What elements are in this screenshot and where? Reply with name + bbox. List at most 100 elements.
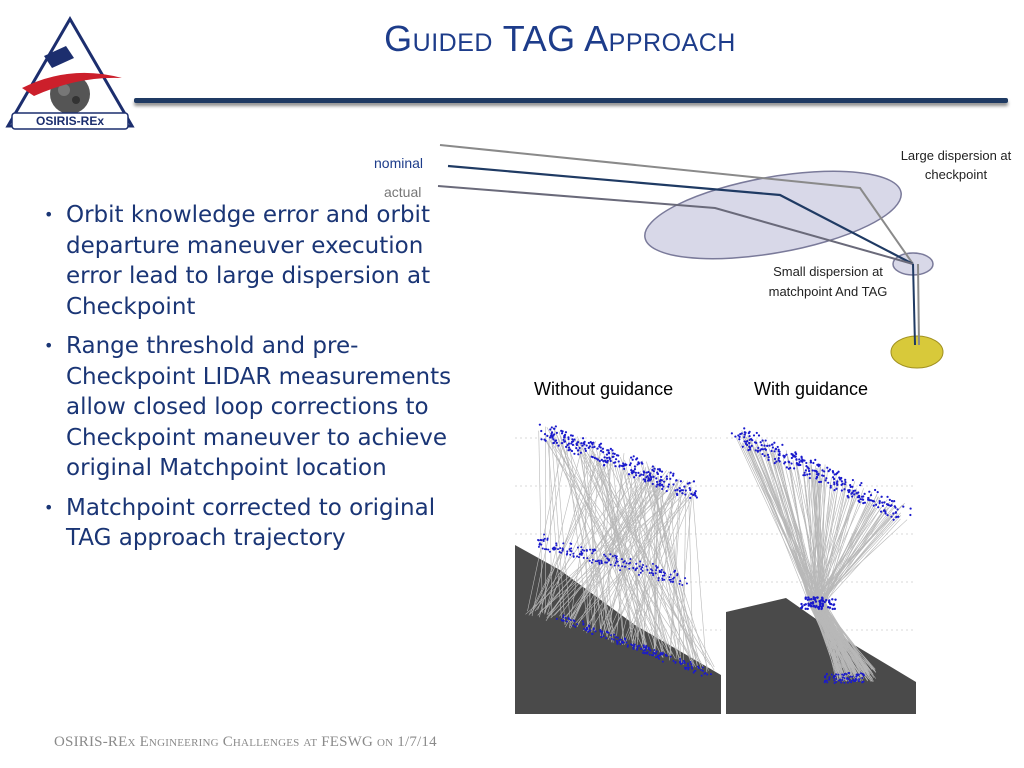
matchpoint-point: [543, 533, 546, 536]
checkpoint-point: [566, 444, 569, 447]
matchpoint-point: [820, 607, 823, 611]
matchpoint-point: [615, 560, 618, 563]
checkpoint-point: [585, 444, 588, 447]
matchpoint-point: [606, 561, 609, 564]
matchpoint-point: [551, 547, 554, 550]
checkpoint-point: [798, 458, 801, 461]
checkpoint-point: [749, 446, 752, 449]
checkpoint-point: [785, 453, 788, 456]
matchpoint-point: [620, 558, 623, 561]
tag-point: [674, 661, 677, 664]
matchpoint-point: [828, 602, 832, 605]
checkpoint-point: [651, 482, 654, 486]
tag-point: [678, 661, 681, 664]
checkpoint-point: [546, 434, 549, 437]
checkpoint-point: [590, 441, 593, 445]
checkpoint-point: [888, 498, 891, 501]
tag-point: [661, 660, 664, 663]
checkpoint-point: [743, 427, 746, 430]
checkpoint-point: [554, 439, 558, 442]
with-guidance-plot: [726, 427, 916, 714]
matchpoint-point: [540, 543, 543, 546]
tag-point: [615, 639, 618, 642]
checkpoint-point: [856, 496, 859, 499]
checkpoint-point: [755, 431, 758, 435]
matchpoint-point: [581, 548, 584, 551]
tag-point: [828, 678, 831, 681]
checkpoint-point: [838, 477, 841, 480]
checkpoint-point: [660, 483, 664, 486]
trajectory-trace: [577, 439, 715, 671]
checkpoint-point: [862, 502, 865, 505]
matchpoint-point: [804, 607, 807, 611]
trajectory-trace: [636, 475, 659, 649]
matchpoint-point: [673, 569, 676, 572]
checkpoint-point: [652, 470, 655, 473]
checkpoint-point: [667, 483, 671, 486]
trajectory-trace: [682, 485, 687, 665]
checkpoint-point: [602, 464, 606, 467]
checkpoint-point: [868, 490, 871, 493]
checkpoint-point: [606, 461, 609, 464]
checkpoint-point: [591, 456, 594, 459]
small-dispersion-label: Small dispersion at matchpoint And TAG: [768, 264, 888, 299]
tag-point: [600, 636, 603, 639]
checkpoint-point: [635, 474, 638, 477]
tag-point: [599, 629, 602, 632]
tag-point: [697, 666, 700, 669]
tag-point: [841, 678, 844, 681]
checkpoint-point: [658, 484, 662, 487]
bullet-item: •Orbit knowledge error and orbit departu…: [44, 200, 464, 322]
tag-point: [847, 678, 850, 681]
matchpoint-point: [669, 580, 672, 583]
matchpoint-point: [679, 579, 682, 582]
trajectory-trace: [539, 480, 694, 613]
tag-point: [649, 648, 652, 651]
checkpoint-point: [909, 507, 912, 510]
tag-point: [622, 641, 625, 644]
checkpoint-point: [581, 437, 585, 440]
tag-point: [583, 627, 586, 630]
tag-point: [837, 673, 840, 676]
checkpoint-point: [771, 446, 774, 449]
checkpoint-point: [632, 470, 635, 473]
tag-point: [639, 647, 642, 650]
checkpoint-point: [549, 436, 552, 439]
tag-point: [573, 619, 576, 622]
matchpoint-point: [609, 563, 612, 566]
tag-point: [569, 619, 572, 622]
tag-point: [682, 659, 685, 662]
tag-point: [642, 646, 645, 649]
checkpoint-point: [587, 441, 590, 445]
checkpoint-point: [571, 434, 574, 437]
matchpoint-point: [808, 603, 811, 607]
checkpoint-point: [579, 451, 583, 454]
matchpoint-point: [594, 560, 597, 563]
trajectory-trace: [599, 451, 614, 643]
matchpoint-point: [659, 570, 662, 573]
checkpoint-point: [814, 458, 817, 461]
tag-point: [849, 675, 852, 678]
actual-label: actual: [384, 184, 422, 200]
checkpoint-point: [809, 461, 812, 464]
checkpoint-point: [874, 503, 878, 506]
checkpoint-point: [827, 469, 830, 473]
tag-point: [657, 656, 660, 659]
tag-point: [687, 668, 690, 671]
tag-point: [833, 681, 836, 684]
checkpoint-point: [633, 476, 636, 479]
matchpoint-point: [546, 537, 549, 540]
tag-site-ellipse: [890, 335, 944, 369]
tag-point: [679, 657, 682, 660]
checkpoint-point: [818, 463, 821, 467]
checkpoint-point: [807, 467, 810, 470]
checkpoint-point: [852, 490, 855, 493]
checkpoint-point: [894, 511, 897, 514]
svg-text:OSIRIS-REx: OSIRIS-REx: [36, 114, 104, 128]
checkpoint-point: [692, 493, 695, 497]
checkpoint-point: [672, 483, 675, 486]
tag-point: [565, 620, 568, 623]
checkpoint-point: [840, 489, 843, 492]
checkpoint-point: [669, 471, 672, 474]
tag-point: [679, 663, 682, 666]
